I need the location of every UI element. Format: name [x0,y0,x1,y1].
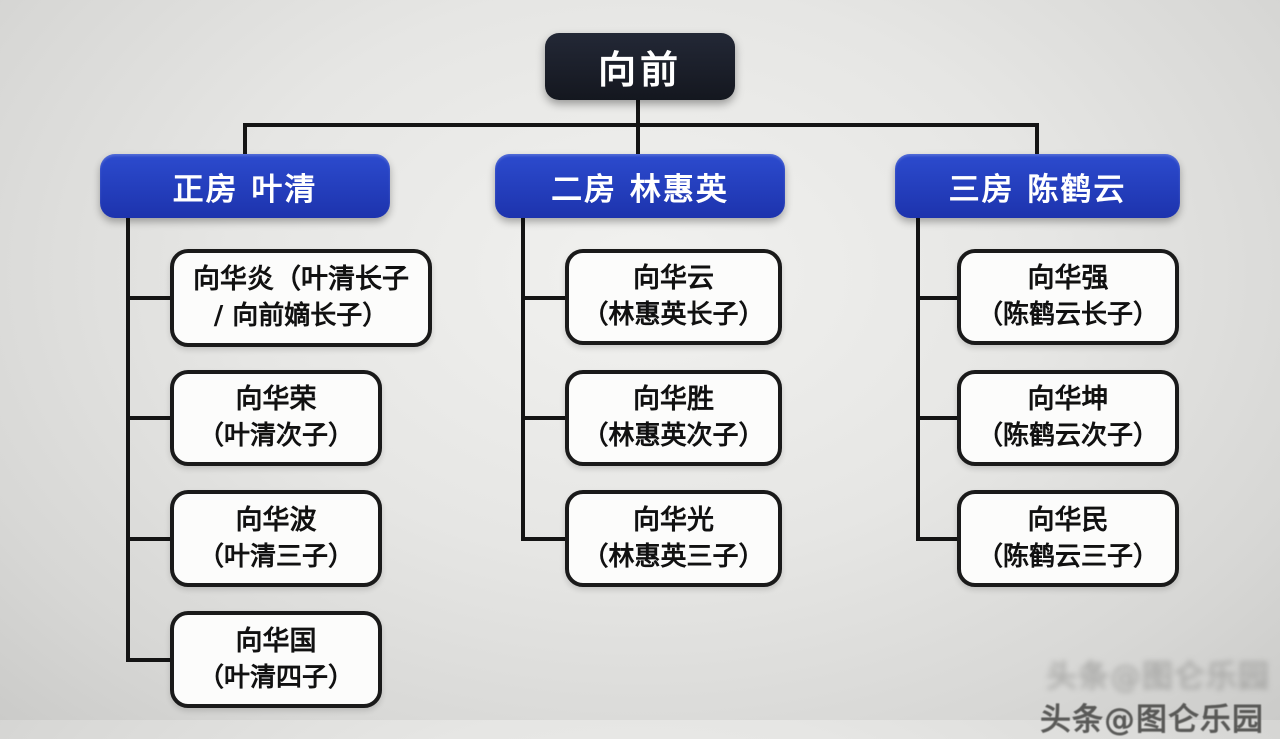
person-name: 向华民 [1027,504,1109,536]
person-note: （叶清四子） [197,662,354,693]
child-node-1-2: 向华荣 （叶清次子） [170,370,382,466]
root-label: 向前 [597,48,682,92]
branch-node-3: 三房 陈鹤云 [895,154,1180,218]
connector-col1-trunk [126,216,130,662]
watermark-faded: 头条@图仑乐园 [1046,659,1270,695]
connector-col1-stub1 [126,296,172,300]
person-name: 向华波 [235,504,317,536]
person-note: （陈鹤云三子） [976,541,1159,572]
connector-col2-stub1 [521,296,567,300]
branch-3-label: 三房 陈鹤云 [948,171,1127,208]
person-note: （叶清三子） [197,541,354,572]
person-note: （林惠英次子） [582,421,765,452]
person-name: 向华云 [633,263,714,295]
person-name: 向华国 [235,625,317,657]
person-note: （陈鹤云次子） [976,421,1159,452]
child-node-3-1: 向华强 （陈鹤云长子） [957,249,1179,345]
child-node-2-1: 向华云 （林惠英长子） [565,249,782,345]
child-node-1-1: 向华炎（叶清长子 / 向前嫡长子） [170,249,432,347]
child-node-2-3: 向华光 （林惠英三子） [565,490,782,587]
child-node-1-4: 向华国 （叶清四子） [170,611,382,708]
branch-node-1: 正房 叶清 [100,154,390,218]
child-node-1-3: 向华波 （叶清三子） [170,490,382,587]
person-name: 向华荣 [235,384,317,416]
person-note: （陈鹤云长子） [976,300,1159,331]
person-note: （叶清次子） [197,421,354,452]
person-name: 向华坤 [1027,384,1109,416]
person-note: （林惠英长子） [582,300,765,331]
connector-col2-trunk [521,216,525,541]
child-node-3-2: 向华坤 （陈鹤云次子） [957,370,1179,466]
child-node-3-3: 向华民 （陈鹤云三子） [957,490,1179,587]
connector-col3-trunk [916,216,920,541]
connector-col1-stub4 [126,658,172,662]
connector-branch1-stub [243,123,247,156]
person-name: 向华光 [633,504,714,536]
person-name: 向华炎（叶清长子 [193,264,409,296]
connector-col1-stub2 [126,416,172,420]
connector-col2-stub3 [521,537,567,541]
child-node-2-2: 向华胜 （林惠英次子） [565,370,782,466]
person-name: 向华胜 [633,384,714,416]
connector-branch3-stub [1035,123,1039,156]
person-name: 向华强 [1027,263,1109,295]
person-note: （林惠英三子） [582,541,765,572]
connector-col3-stub1 [916,296,960,300]
branch-2-label: 二房 林惠英 [551,171,729,208]
branch-node-2: 二房 林惠英 [495,154,785,218]
connector-col3-stub3 [916,537,960,541]
branch-1-label: 正房 叶清 [172,171,318,208]
connector-root-stem [636,99,640,125]
connector-col3-stub2 [916,416,960,420]
root-node: 向前 [545,33,735,100]
connector-col2-stub2 [521,416,567,420]
connector-col1-stub3 [126,537,172,541]
connector-top-hline [243,123,1039,127]
watermark-text: 头条@图仑乐园 [1040,702,1264,738]
person-note: / 向前嫡长子） [213,301,389,332]
connector-branch2-stub [636,123,640,156]
